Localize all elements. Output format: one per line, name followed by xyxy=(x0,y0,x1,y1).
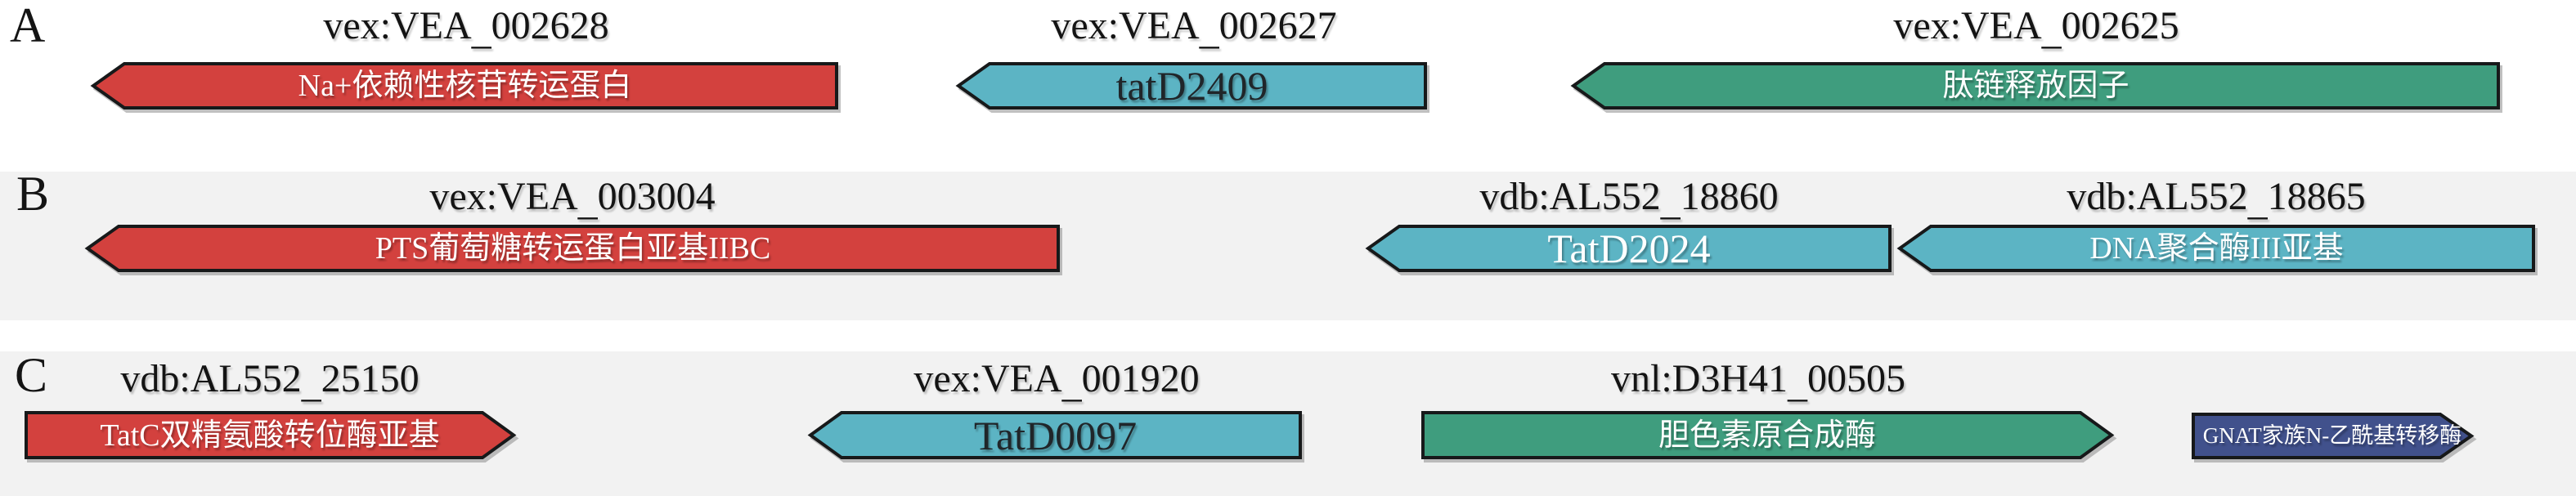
gene-product-label: TatD0097 xyxy=(973,412,1138,458)
gene-locus-label: vnl:D3H41_00505 xyxy=(1611,357,1905,406)
gene-arrow[interactable]: DNA聚合酶III亚基 xyxy=(1896,225,2535,272)
gene-arrow-shape[interactable] xyxy=(807,411,1302,459)
gene-arrow[interactable]: tatD2409 xyxy=(955,62,1427,109)
gene-arrow-shape[interactable] xyxy=(1365,225,1892,272)
gene-arrow[interactable]: PTS葡萄糖转运蛋白亚基IIBC xyxy=(84,225,1060,272)
gene-product-label: tatD2409 xyxy=(1115,63,1268,109)
gene-arrow-svg xyxy=(955,62,1427,109)
gene-product-label: TatC双精氨酸转位酶亚基 xyxy=(100,418,440,453)
gene-arrow[interactable]: TatD2024 xyxy=(1365,225,1892,272)
gene-arrow-shape[interactable] xyxy=(84,225,1060,272)
gene-arrow-svg xyxy=(25,411,517,459)
gene-arrow-shape[interactable] xyxy=(2192,413,2475,459)
gene-locus-label: vex:VEA_002625 xyxy=(1893,4,2179,53)
gene-locus-label: vdb:AL552_18865 xyxy=(2067,175,2366,224)
gene-arrow[interactable]: GNAT家族N-乙酰基转移酶 xyxy=(2192,413,2475,459)
gene-arrow[interactable]: Na+依赖性核苷转运蛋白 xyxy=(90,62,838,109)
panel-letter-b: B xyxy=(16,167,50,221)
gene-arrow[interactable]: 胆色素原合成酶 xyxy=(1421,411,2115,459)
gene-product-label: Na+依赖性核苷转运蛋白 xyxy=(298,69,632,103)
gene-arrow[interactable]: TatC双精氨酸转位酶亚基 xyxy=(25,411,517,459)
gene-product-label: GNAT家族N-乙酰基转移酶 xyxy=(2202,423,2462,448)
gene-product-label: 胆色素原合成酶 xyxy=(1658,418,1876,453)
gene-arrow-shape[interactable] xyxy=(1421,411,2115,459)
gene-locus-label: vex:VEA_001920 xyxy=(913,357,1200,406)
gene-arrow-svg xyxy=(84,225,1060,272)
panel-letter-c: C xyxy=(15,348,48,402)
gene-arrow-shape[interactable] xyxy=(25,411,517,459)
gene-arrow-svg xyxy=(2192,413,2475,459)
gene-product-label: TatD2024 xyxy=(1547,226,1711,271)
gene-arrow-shape[interactable] xyxy=(955,62,1427,109)
gene-locus-label: vex:VEA_003004 xyxy=(429,175,716,224)
gene-arrow-shape[interactable] xyxy=(1896,225,2535,272)
gene-arrow-svg xyxy=(1365,225,1892,272)
gene-arrow-svg xyxy=(1421,411,2115,459)
gene-arrow-svg xyxy=(1896,225,2535,272)
gene-product-label: DNA聚合酶III亚基 xyxy=(2089,231,2344,266)
gene-arrow[interactable]: TatD0097 xyxy=(807,411,1302,459)
gene-locus-label: vdb:AL552_25150 xyxy=(120,357,420,406)
gene-product-label: PTS葡萄糖转运蛋白亚基IIBC xyxy=(375,231,771,266)
gene-product-label: 肽链释放因子 xyxy=(1942,69,2129,103)
gene-arrow-shape[interactable] xyxy=(90,62,838,109)
gene-arrow-shape[interactable] xyxy=(1570,62,2500,109)
gene-locus-label: vex:VEA_002628 xyxy=(323,4,609,53)
gene-locus-label: vex:VEA_002627 xyxy=(1051,4,1337,53)
gene-arrow-svg xyxy=(1570,62,2500,109)
panel-letter-a: A xyxy=(10,0,46,52)
gene-locus-label: vdb:AL552_18860 xyxy=(1479,175,1779,224)
gene-arrow-svg xyxy=(807,411,1302,459)
gene-arrow[interactable]: 肽链释放因子 xyxy=(1570,62,2500,109)
gene-arrow-svg xyxy=(90,62,838,109)
